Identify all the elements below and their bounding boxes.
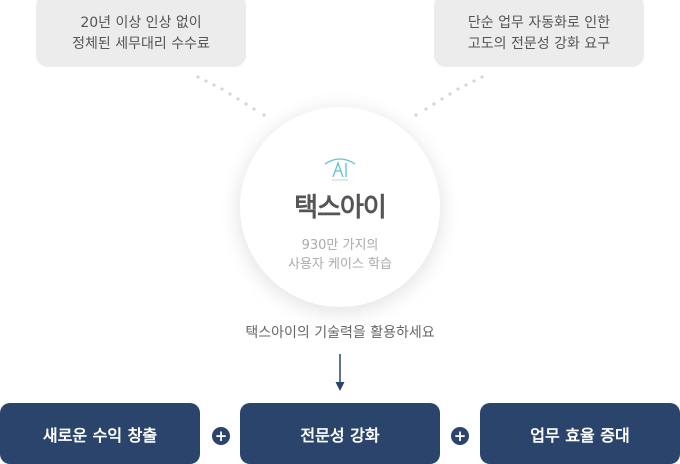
bubble-line: 고도의 전문성 강화 요구	[467, 35, 611, 52]
arrow-down-icon	[335, 354, 345, 391]
bubble-line: 단순 업무 자동화로 인한	[467, 14, 611, 31]
tagline: 택스아이의 기술력을 활용하세요	[245, 325, 435, 341]
pain-point-bubble-expertise: 단순 업무 자동화로 인한 고도의 전문성 강화 요구	[434, 0, 644, 67]
description-line: 사용자 케이스 학습	[288, 257, 392, 272]
taxai-center-circle: 택스아이 930만 가지의 사용자 케이스 학습	[240, 107, 440, 307]
outcome-expertise: 전문성 강화	[240, 403, 440, 464]
pain-point-bubble-fees: 20년 이상 인상 없이 정체된 세무대리 수수료	[36, 0, 246, 67]
bubble-line: 정체된 세무대리 수수료	[72, 35, 210, 52]
outcome-new-revenue: 새로운 수익 창출	[0, 403, 200, 464]
bubble-line: 20년 이상 인상 없이	[80, 14, 202, 31]
plus-icon: +	[451, 427, 469, 445]
brand-name: 택스아이	[294, 193, 387, 223]
brand-description: 930만 가지의 사용자 케이스 학습	[288, 236, 392, 274]
dotted-connectors	[196, 75, 484, 117]
plus-icon: +	[212, 427, 230, 445]
outcome-efficiency: 업무 효율 증대	[480, 403, 680, 464]
description-line: 930만 가지의	[301, 238, 379, 253]
taxai-logo-icon	[324, 158, 356, 181]
